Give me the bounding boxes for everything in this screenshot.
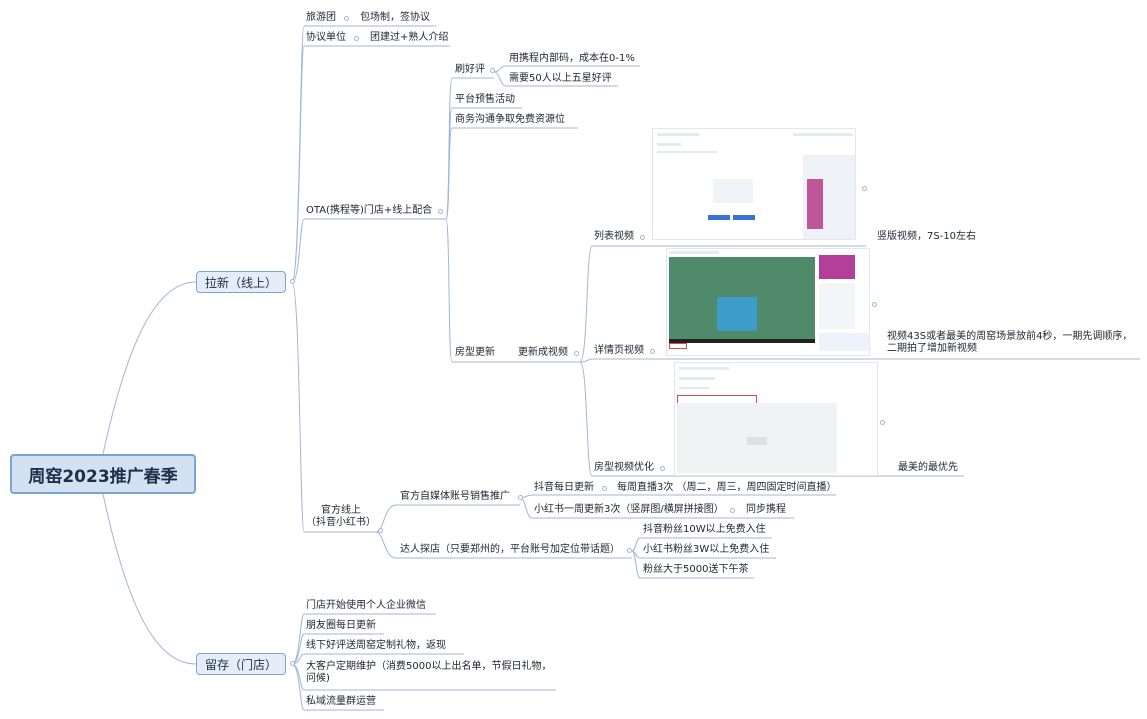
node-official[interactable]: 官方线上 （抖音小红书）: [306, 505, 376, 529]
node-douyin[interactable]: 抖音每日更新: [534, 482, 594, 493]
collapse-toggle-icon[interactable]: [872, 302, 877, 307]
node-retain-item[interactable]: 私域流量群运营: [306, 696, 376, 707]
node-influencer-item[interactable]: 抖音粉丝10W以上免费入住: [643, 524, 766, 535]
collapse-toggle-icon[interactable]: [640, 235, 645, 240]
node-detail-video[interactable]: 详情页视频: [594, 345, 644, 356]
node-room-video[interactable]: 房型视频优化: [594, 462, 654, 473]
node-video[interactable]: 更新成视频: [518, 347, 568, 358]
node-retain-item[interactable]: 大客户定期维护（消费5000以上出名单，节假日礼物，问候): [306, 661, 552, 684]
collapse-toggle-icon[interactable]: [378, 528, 383, 533]
collapse-toggle-icon[interactable]: [880, 420, 885, 425]
collapse-toggle-icon[interactable]: [574, 351, 579, 356]
list-video-screenshot: [652, 128, 856, 240]
node-room-video-note[interactable]: 最美的最优先: [898, 462, 958, 473]
collapse-toggle-icon[interactable]: [290, 661, 295, 666]
collapse-toggle-icon[interactable]: [730, 508, 735, 513]
collapse-toggle-icon[interactable]: [490, 68, 495, 73]
node-room-update[interactable]: 房型更新: [455, 347, 495, 358]
node-xhs[interactable]: 小红书一周更新3次（竖屏图/横屏拼接图）: [534, 504, 724, 515]
collapse-toggle-icon[interactable]: [602, 486, 607, 491]
branch-retain[interactable]: 留存（门店）: [196, 653, 287, 675]
node-reviews[interactable]: 刷好评: [455, 64, 485, 75]
collapse-toggle-icon[interactable]: [290, 279, 295, 284]
node-influencer-item[interactable]: 粉丝大于5000送下午茶: [643, 564, 749, 575]
node-self-media[interactable]: 官方自媒体账号销售推广: [400, 491, 510, 502]
collapse-toggle-icon[interactable]: [344, 16, 349, 21]
node-retain-item[interactable]: 门店开始使用个人企业微信: [306, 600, 426, 611]
node-influencer-item[interactable]: 小红书粉丝3W以上免费入住: [643, 544, 770, 555]
node-influencer[interactable]: 达人探店（只要郑州的，平台账号加定位带话题）: [400, 544, 620, 555]
root-title: 周窑2023推广春季: [28, 466, 178, 487]
room-video-screenshot: [674, 362, 878, 476]
collapse-toggle-icon[interactable]: [354, 36, 359, 41]
detail-video-screenshot: [666, 248, 870, 356]
node-review-item[interactable]: 需要50人以上五星好评: [509, 73, 612, 84]
node-xhs-detail[interactable]: 同步携程: [746, 504, 786, 515]
node-list-video-note[interactable]: 竖版视频，7S-10左右: [877, 231, 977, 242]
collapse-toggle-icon[interactable]: [862, 186, 867, 191]
node-retain-item[interactable]: 朋友圈每日更新: [306, 620, 376, 631]
node-ota[interactable]: OTA(携程等)门店+线上配合: [306, 205, 433, 216]
node-travel-agency-detail[interactable]: 包场制，签协议: [360, 12, 430, 23]
collapse-toggle-icon[interactable]: [438, 209, 443, 214]
collapse-toggle-icon[interactable]: [518, 495, 523, 500]
node-review-item[interactable]: 用携程内部码，成本在0-1%: [509, 53, 635, 64]
collapse-toggle-icon[interactable]: [650, 349, 655, 354]
node-business[interactable]: 商务沟通争取免费资源位: [455, 114, 565, 125]
node-agreement-unit-detail[interactable]: 团建过+熟人介绍: [370, 32, 449, 43]
node-retain-item[interactable]: 线下好评送周窑定制礼物，返现: [306, 640, 446, 651]
branch-acquire-label: 拉新（线上）: [205, 275, 278, 290]
branch-retain-label: 留存（门店）: [205, 657, 278, 672]
node-travel-agency[interactable]: 旅游团: [306, 12, 336, 23]
node-presale[interactable]: 平台预售活动: [455, 94, 515, 105]
collapse-toggle-icon[interactable]: [660, 466, 665, 471]
node-detail-video-note[interactable]: 视频43S或者最美的周窑场景放前4秒，一期先调顺序，二期拍了增加新视频: [887, 331, 1133, 354]
collapse-toggle-icon[interactable]: [627, 548, 632, 553]
node-official-label: 官方线上 （抖音小红书）: [306, 505, 376, 528]
node-douyin-detail[interactable]: 每周直播3次 （周二，周三，周四固定时间直播）: [617, 482, 837, 493]
node-agreement-unit[interactable]: 协议单位: [306, 32, 346, 43]
branch-acquire[interactable]: 拉新（线上）: [196, 271, 287, 293]
node-list-video[interactable]: 列表视频: [594, 231, 634, 242]
root-topic[interactable]: 周窑2023推广春季: [10, 454, 196, 494]
